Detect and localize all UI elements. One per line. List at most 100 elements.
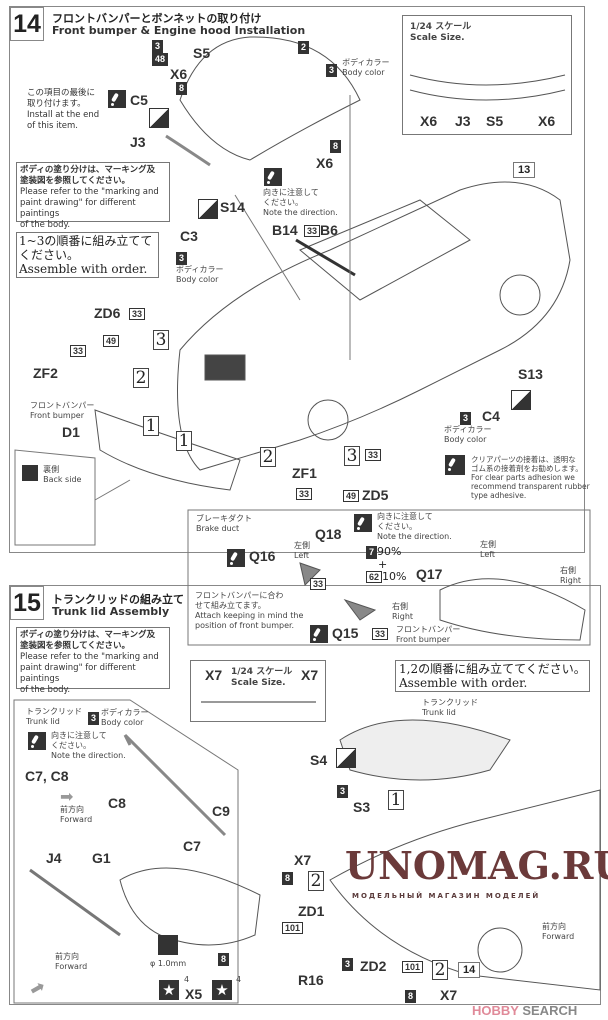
no-glue-icon bbox=[198, 199, 218, 219]
label-jp: フロントバンパー bbox=[396, 625, 461, 634]
bumper-fit-note: フロントバンパーに合わ せて組み立てます。 Attach keeping in … bbox=[195, 591, 303, 631]
part-S13: S13 bbox=[518, 366, 543, 382]
body-color-label: ボディカラー Body color bbox=[101, 708, 148, 728]
paint-code: 8 bbox=[330, 140, 342, 153]
scale-en: Scale Size. bbox=[410, 33, 465, 43]
label-jp: トランクリッド bbox=[26, 707, 82, 716]
body-color-jp: ボディカラー bbox=[176, 265, 224, 274]
paint-code: 3 bbox=[326, 64, 338, 77]
part-G1: G1 bbox=[92, 850, 111, 866]
note-line: ゴム系の接着剤をお勧めします。 bbox=[471, 464, 583, 473]
order-mark-2: 2 bbox=[308, 871, 324, 891]
part-R16: R16 bbox=[298, 972, 324, 988]
label-jp: 左側 bbox=[480, 540, 496, 549]
note-line: Please refer to the "marking and bbox=[20, 652, 159, 662]
body-color-jp: ボディカラー bbox=[342, 58, 390, 67]
paint-code: 33 bbox=[372, 628, 389, 640]
part-S14: S14 bbox=[220, 199, 245, 215]
label-jp: 前方向 bbox=[55, 952, 79, 961]
forward-label: 前方向 Forward bbox=[542, 922, 574, 942]
trunk-lid-drawing bbox=[339, 719, 511, 781]
part-X7: X7 bbox=[294, 852, 312, 868]
part-C9: C9 bbox=[212, 803, 230, 819]
note-line: ボディの塗り分けは、マーキング及 bbox=[20, 630, 156, 640]
engine-hood-drawing bbox=[179, 36, 361, 161]
note-line: paint drawing" for different paintings bbox=[20, 663, 136, 684]
order-mark-3: 3 bbox=[153, 330, 169, 350]
direction-note: 向きに注意して ください。 Note the direction. bbox=[51, 731, 126, 761]
install-end-note: この項目の最後に 取り付けます。 Install at the end of t… bbox=[27, 88, 99, 132]
scale-part: X6 bbox=[420, 113, 438, 129]
part-S3: S3 bbox=[353, 799, 371, 815]
part-ZD5: ZD5 bbox=[362, 487, 389, 503]
caution-icon bbox=[445, 455, 465, 475]
part-X7: X7 bbox=[205, 667, 223, 683]
order-mark-3: 3 bbox=[344, 446, 360, 466]
paint-code: 3 bbox=[152, 40, 164, 53]
note-line: recommend transparent rubber bbox=[471, 482, 590, 491]
trunk-panel-outline bbox=[13, 699, 239, 1004]
decal-icon bbox=[22, 465, 38, 481]
grille-drawing bbox=[204, 354, 246, 381]
paint-code: 33 bbox=[310, 578, 327, 590]
trunk-lid-label: トランクリッド Trunk lid bbox=[26, 707, 82, 727]
c7-c8-label: C7, C8 bbox=[25, 768, 69, 784]
label-en: Front bumper bbox=[30, 411, 85, 420]
paint-code: 33 bbox=[296, 488, 313, 500]
note-line: paint drawing" for different paintings bbox=[20, 198, 136, 219]
hobby-search-logo: HOBBY SEARCH bbox=[472, 1003, 577, 1018]
paint-code: 48 bbox=[152, 53, 169, 66]
part-Q16: Q16 bbox=[249, 548, 276, 564]
step-14-frame bbox=[9, 6, 585, 553]
body-color-jp: ボディカラー bbox=[444, 425, 492, 434]
label-en: Forward bbox=[542, 932, 575, 941]
part-D1: D1 bbox=[62, 424, 80, 440]
body-color-jp: ボディカラー bbox=[101, 708, 149, 717]
note-line: ボディの塗り分けは、マーキング及 bbox=[20, 165, 156, 175]
label-en: Left bbox=[480, 550, 496, 559]
brake-duct-drawing bbox=[299, 562, 377, 621]
label-jp: トランクリッド bbox=[422, 698, 478, 707]
label-jp: 裏側 bbox=[43, 465, 60, 474]
part-X5: X5 bbox=[185, 986, 203, 1002]
note-line: For clear parts adhesion we bbox=[471, 473, 575, 482]
paint-reference-note: ボディの塗り分けは、マーキング及 塗装図を参照してください。 Please re… bbox=[16, 162, 170, 230]
star-icon: ★ bbox=[212, 980, 232, 1000]
scale-jp: 1/24 スケール bbox=[410, 22, 472, 32]
c4-body-color: ボディカラー Body color bbox=[444, 425, 491, 445]
label-jp: 前方向 bbox=[60, 805, 84, 814]
note-line: of the body. bbox=[20, 220, 71, 230]
note-line: せて組み立てます。 bbox=[195, 601, 266, 610]
order-mark-2: 2 bbox=[260, 447, 276, 467]
scale-part: X6 bbox=[538, 113, 556, 129]
note-line: 向きに注意して bbox=[377, 512, 433, 521]
car-body-drawing bbox=[177, 181, 571, 471]
part-S4: S4 bbox=[310, 752, 328, 768]
screw-count: 4 bbox=[236, 975, 242, 984]
note-line: Note the direction. bbox=[377, 532, 452, 541]
note-line: この項目の最後に bbox=[27, 88, 96, 98]
caution-icon bbox=[354, 514, 372, 532]
windshield-drawing bbox=[299, 199, 471, 301]
note-line: Attach keeping in mind the bbox=[195, 611, 304, 620]
star-icon: ★ bbox=[159, 980, 179, 1000]
paint-code: 49 bbox=[343, 490, 360, 502]
note-line: Please refer to the "marking and bbox=[20, 187, 159, 197]
trunk-lid-label: トランクリッド Trunk lid bbox=[422, 698, 478, 718]
paint-code: 8 bbox=[282, 872, 294, 885]
note-line: ください。 bbox=[377, 522, 417, 531]
label-jp: 前方向 bbox=[542, 922, 566, 931]
paint-code: 8 bbox=[176, 82, 188, 95]
paint-code: 33 bbox=[304, 225, 321, 237]
order-jp: 1,2の順番に組み立ててください。 bbox=[399, 662, 586, 676]
part-X7: X7 bbox=[440, 987, 458, 1003]
label-jp: ブレーキダクト bbox=[196, 514, 252, 523]
step-15-number: 15 bbox=[10, 586, 44, 620]
paint-code: 8 bbox=[405, 990, 417, 1003]
reference-step-13: 13 bbox=[513, 162, 536, 178]
label-jp: フロントバンパー bbox=[30, 401, 95, 410]
step-14-title-en: Front bumper & Engine hood Installation bbox=[52, 24, 306, 37]
unomag-watermark: UNOMAG.RU bbox=[345, 843, 608, 888]
paint-code: 3 bbox=[460, 412, 472, 425]
